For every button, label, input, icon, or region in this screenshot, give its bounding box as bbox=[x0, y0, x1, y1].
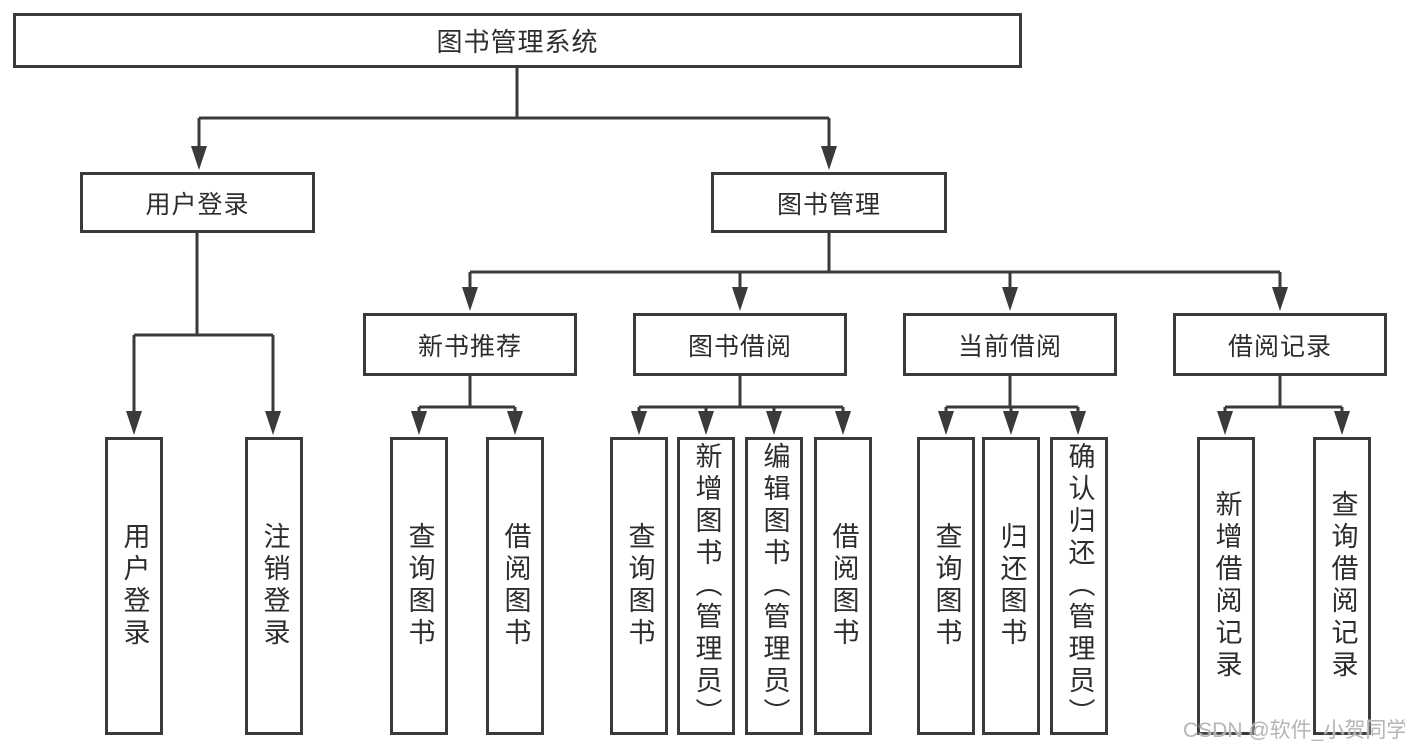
leaf-current-return-books: 归还图书 bbox=[982, 437, 1040, 735]
leaf-borrowing-query-books: 查询图书 bbox=[610, 437, 668, 735]
node-label: 新书推荐 bbox=[417, 332, 522, 361]
leaf-label: 查询图书 bbox=[931, 522, 962, 650]
leaf-newbooks-borrow-books: 借阅图书 bbox=[486, 437, 544, 735]
leaf-label: 归还图书 bbox=[996, 522, 1027, 650]
connector-new-books-children bbox=[411, 376, 523, 435]
leaf-borrowing-add-books-admin: 新增图书（管理员） bbox=[677, 437, 735, 735]
leaf-label: 新增图书（管理员） bbox=[691, 442, 722, 730]
leaf-user-login: 用户登录 bbox=[105, 437, 163, 735]
node-label: 图书借阅 bbox=[687, 332, 792, 361]
node-label: 图书管理系统 bbox=[436, 27, 599, 57]
connector-book-mgmt-children bbox=[462, 233, 1288, 311]
connector-user-login-children bbox=[126, 233, 281, 435]
connector-current-borrow-children bbox=[938, 376, 1086, 435]
csdn-watermark: CSDN @软件_小贺同学 bbox=[1183, 719, 1405, 742]
leaf-label: 查询图书 bbox=[624, 522, 655, 650]
leaf-records-add-borrow-record: 新增借阅记录 bbox=[1197, 437, 1255, 735]
leaf-label: 编辑图书（管理员） bbox=[759, 442, 790, 730]
connector-borrow-records-children bbox=[1217, 376, 1350, 435]
leaf-current-query-books: 查询图书 bbox=[917, 437, 975, 735]
node-book-borrowing: 图书借阅 bbox=[633, 313, 847, 376]
leaf-label: 注销登录 bbox=[259, 522, 290, 650]
connector-book-borrow-children bbox=[631, 376, 851, 435]
leaf-borrowing-edit-books-admin: 编辑图书（管理员） bbox=[745, 437, 803, 735]
leaf-current-confirm-return-admin: 确认归还（管理员） bbox=[1050, 437, 1108, 735]
leaf-records-query-borrow-record: 查询借阅记录 bbox=[1313, 437, 1371, 735]
leaf-label: 用户登录 bbox=[119, 522, 150, 650]
leaf-newbooks-query-books: 查询图书 bbox=[390, 437, 448, 735]
leaf-label: 借阅图书 bbox=[500, 522, 531, 650]
node-library-management-system: 图书管理系统 bbox=[13, 13, 1022, 68]
connector-root-to-level2 bbox=[191, 68, 837, 170]
leaf-label: 新增借阅记录 bbox=[1211, 490, 1242, 682]
leaf-logout: 注销登录 bbox=[245, 437, 303, 735]
node-label: 借阅记录 bbox=[1227, 332, 1332, 361]
node-new-book-recommend: 新书推荐 bbox=[363, 313, 577, 376]
node-label: 图书管理 bbox=[776, 190, 881, 219]
leaf-label: 查询图书 bbox=[404, 522, 435, 650]
leaf-borrowing-borrow-books: 借阅图书 bbox=[814, 437, 872, 735]
node-borrowing-records: 借阅记录 bbox=[1173, 313, 1387, 376]
node-label: 用户登录 bbox=[145, 190, 250, 219]
node-current-borrowing: 当前借阅 bbox=[903, 313, 1117, 376]
node-user-login: 用户登录 bbox=[80, 172, 315, 233]
node-label: 当前借阅 bbox=[957, 332, 1062, 361]
leaf-label: 查询借阅记录 bbox=[1327, 490, 1358, 682]
leaf-label: 借阅图书 bbox=[828, 522, 859, 650]
leaf-label: 确认归还（管理员） bbox=[1064, 442, 1095, 730]
node-book-management: 图书管理 bbox=[711, 172, 947, 233]
